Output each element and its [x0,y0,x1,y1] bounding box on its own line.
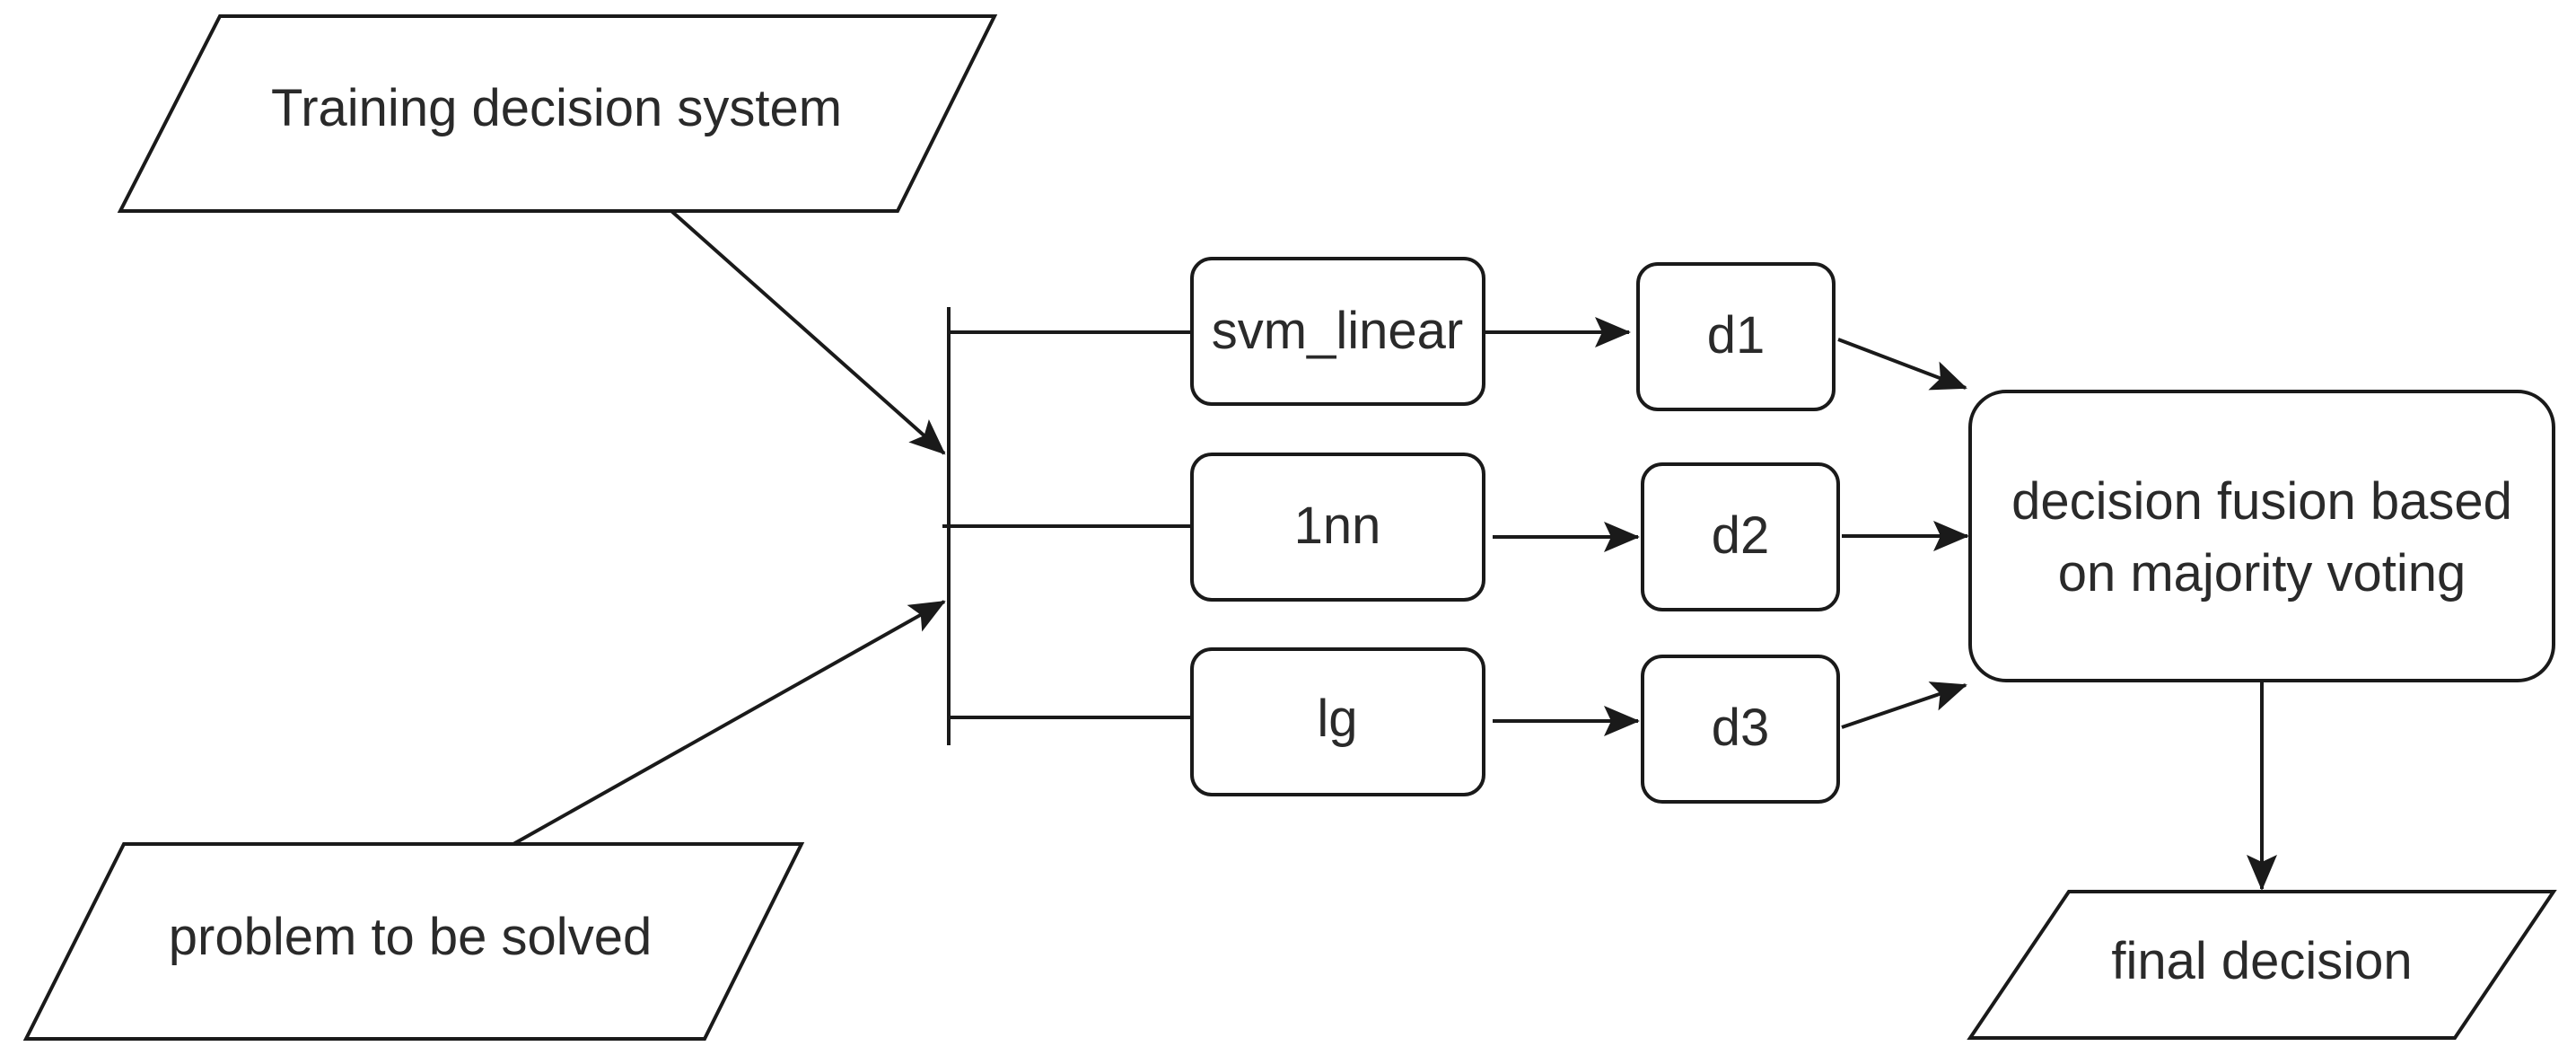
classifier-svm-linear-label: svm_linear [1212,302,1463,360]
final-decision-node: final decision [1967,890,2557,1040]
decision-d2-label: d2 [1712,506,1770,565]
decision-d3-label: d3 [1712,699,1770,757]
arrow-d3-to-fusion [1841,681,1967,729]
final-decision-label: final decision [2111,932,2412,990]
training-decision-system-label: Training decision system [271,79,842,137]
decision-fusion-label-line2: on majority voting [2058,544,2466,602]
decision-fusion-node: decision fusion based on majority voting [1968,390,2555,682]
training-decision-system-node: Training decision system [117,14,998,213]
problem-to-be-solved-node: problem to be solved [22,842,805,1041]
decision-d1-label: d1 [1707,306,1766,365]
problem-to-be-solved-label: problem to be solved [169,908,652,966]
arrow-problem-to-splitter [513,600,946,846]
classifier-1nn-label: 1nn [1294,497,1381,555]
classifier-lg-node: lg [1190,647,1485,796]
arrow-d1-to-fusion [1837,338,1967,391]
arrow-training-to-splitter [670,209,946,455]
decision-d2-node: d2 [1641,462,1840,611]
decision-d3-node: d3 [1641,655,1840,804]
decision-d1-node: d1 [1636,262,1836,411]
classifier-1nn-node: 1nn [1190,453,1485,602]
classifier-svm-linear-node: svm_linear [1190,257,1485,406]
classifier-lg-label: lg [1317,690,1357,748]
decision-fusion-label-line1: decision fusion based [2011,472,2512,531]
